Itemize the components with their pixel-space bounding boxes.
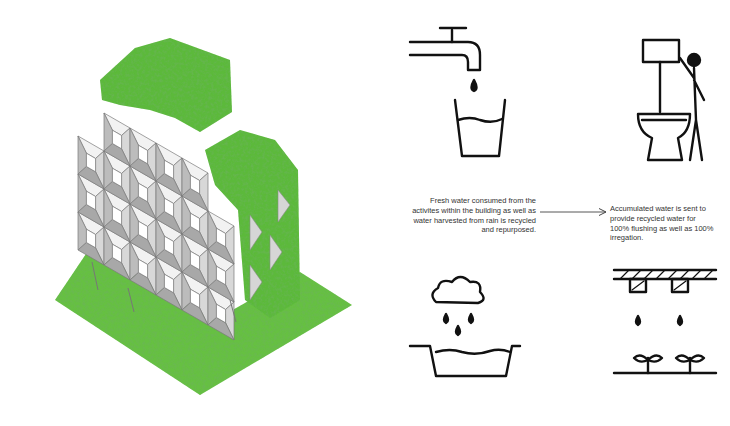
module-face [130, 235, 156, 257]
toilet-icon [638, 40, 690, 160]
module-face [86, 229, 95, 248]
module-face [164, 274, 173, 293]
module-face [164, 198, 173, 217]
module-face [216, 266, 225, 285]
module-face [190, 213, 199, 232]
module-face [190, 289, 199, 308]
module-face [112, 206, 121, 225]
module-face [138, 221, 147, 240]
module-face [190, 175, 199, 194]
text-block: Fresh water consumed from the activites … [406, 196, 536, 235]
supports [92, 262, 236, 322]
module-face [104, 182, 130, 204]
module-face [86, 191, 95, 210]
module-face [78, 205, 104, 227]
module-face [104, 144, 130, 166]
module-face [104, 258, 130, 280]
module-face [182, 227, 208, 249]
module-face [164, 236, 173, 255]
module-face [208, 280, 234, 302]
module-face [216, 304, 225, 323]
module-face [130, 273, 156, 295]
faucet-icon [410, 28, 480, 91]
module-face [112, 130, 121, 149]
module-face [182, 265, 208, 287]
module-face [104, 220, 130, 242]
description-text: Fresh water consumed from the activites … [406, 196, 536, 235]
module-face [156, 212, 182, 234]
module-face [112, 168, 121, 187]
module-face [156, 288, 182, 310]
module-face [182, 303, 208, 325]
module-face [156, 250, 182, 272]
module-face [156, 174, 182, 196]
module-face [130, 159, 156, 181]
module-face [78, 167, 104, 189]
module-face [182, 189, 208, 211]
module-face [138, 145, 147, 164]
green-roof [100, 38, 232, 132]
tower-openings [250, 190, 290, 300]
description-text: Accumulated water is sent to provide rec… [610, 204, 716, 243]
green-ground [55, 248, 352, 395]
plants-icon [614, 355, 716, 373]
module-face [78, 243, 104, 265]
module-face [86, 153, 95, 172]
module-face [208, 242, 234, 264]
flow-arrow [540, 212, 606, 213]
module-face [138, 183, 147, 202]
glass-icon [455, 100, 505, 156]
green-tower [205, 130, 300, 318]
module-face [216, 228, 225, 247]
module-face [130, 197, 156, 219]
basin-icon [410, 346, 520, 376]
module-face [138, 259, 147, 278]
person-icon [680, 54, 704, 160]
pipe-icon [614, 270, 716, 325]
module-face [190, 251, 199, 270]
cloud-icon [432, 277, 483, 335]
module-face [164, 160, 173, 179]
module-face [208, 318, 234, 340]
module-face [112, 244, 121, 263]
text-block: Accumulated water is sent to provide rec… [610, 204, 716, 243]
